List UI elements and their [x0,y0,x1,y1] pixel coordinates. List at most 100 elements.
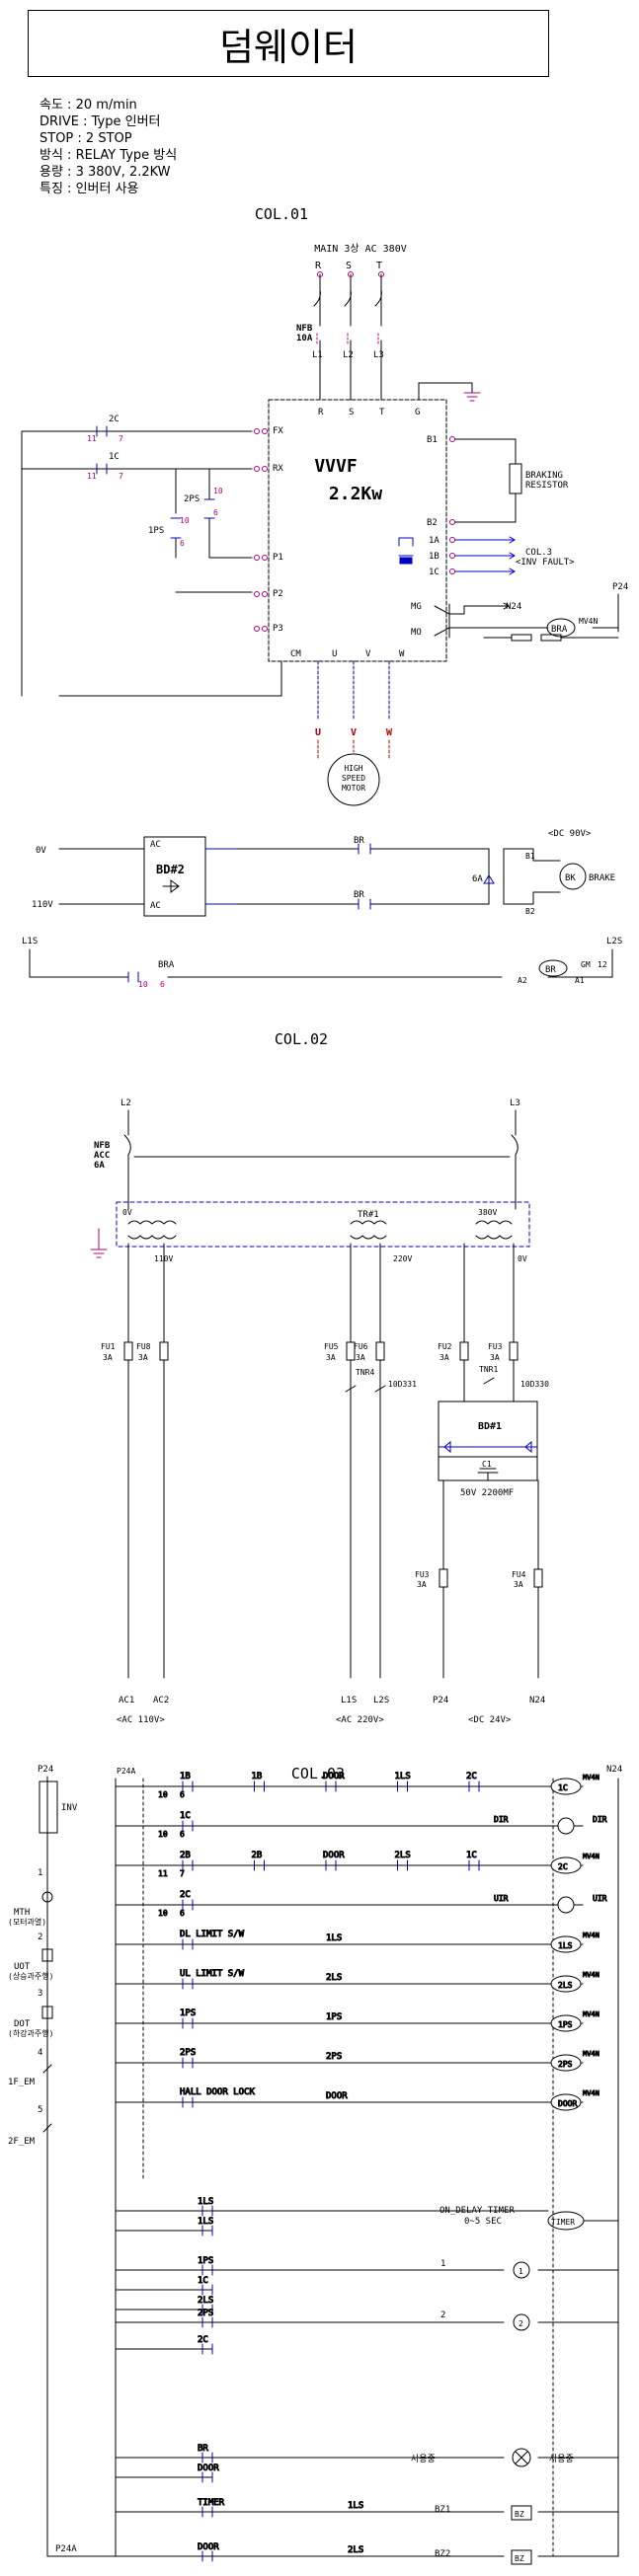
rung-3-coil-label: 2C [558,1862,568,1871]
ind-1-label: 1 [519,2267,523,2276]
rung-5-contact-1: DL LIMIT S/W [180,1930,245,1950]
col02-l3: L3 [510,1099,520,1108]
term-p2: P2 [273,589,283,599]
col03-p24a-top: P24A [117,1767,135,1776]
col03-n24: N24 [606,1765,622,1775]
dc90-label: <DC 90V> [548,829,592,839]
timer-coil [547,2211,585,2231]
lower-rung-4-label: 1C [198,2276,208,2286]
rung-8-contact-1: 2PS [180,2048,197,2069]
bra-wire-6: 6 [160,980,165,989]
cap-label: 50V 2200MF [460,1488,514,1498]
a1-label: A1 [575,976,585,985]
in-use-right: 사용중 [549,2454,574,2464]
motor-v: V [351,727,357,738]
timer-desc-line2: 0~5 SEC [464,2217,502,2227]
in-use-left: 사용중 [411,2454,436,2464]
bz1-symbol: BZ [515,2510,524,2519]
rung-9-mv4n: MV4N [583,2089,599,2097]
fuse-fu2: FU2 [438,1342,452,1351]
rung-2-num-b: 6 [180,1830,185,1839]
inverter-name: VVVF [314,456,357,477]
buzzer-1 [511,2505,532,2521]
ind-1-wire: 1 [440,2259,445,2269]
rung-5-wire: 1LS [326,1933,342,1943]
col02-fuses [123,1341,519,1361]
fuse-fu4: FU4 [512,1570,526,1579]
col3-fault-line2: <INV FAULT> [516,558,575,568]
braking-resistor [509,463,522,494]
rating-1: 3A [103,1353,113,1362]
rung-7-coil-label: 1PS [558,2020,573,2029]
rung-4-num-b: 6 [180,1909,185,1918]
ind-2-wire: 2 [440,2311,445,2320]
rung-6-coil-label: 2LS [558,1981,573,1990]
timer-wire [211,2210,619,2222]
braking-resistor-line2: RESISTOR [525,481,569,491]
lower-rung-8-label: BR [198,2444,208,2454]
nfb-label-line2: 10A [296,334,313,343]
term-v: V [365,649,371,659]
br-coil-label: BR [545,965,556,975]
rung-3-contact-label-4: 2LS [395,1851,411,1860]
nfb-acc-line3: 6A [94,1161,105,1171]
lower-rung-9: DOOR [115,2463,220,2483]
rung-1-contact-label-4: 1LS [395,1772,411,1781]
spec-capacity: 용량 : 3 380V, 2.2KW [40,165,171,180]
l2s-label: L2S [606,937,622,947]
rung-1-contact-1: 1B [180,1772,194,1792]
bk-label: BK [565,873,576,883]
fault-relay-contact [399,557,413,565]
lower-wire-1ls: 1LS [348,2501,363,2511]
device-1f-em: 1F_EM [8,2078,36,2087]
bd1-label: BD#1 [478,1421,502,1432]
rating-6: 3A [490,1353,500,1362]
rung-3-num-a: 11 [158,1869,168,1878]
rating-5: 3A [439,1353,449,1362]
rung-4-lamp-wire: UIR [494,1894,509,1903]
rating-4: 3A [356,1353,365,1362]
rung-1-contact-5: 2C [466,1772,480,1792]
left-num-3: 3 [38,1989,42,1999]
fuse-fu3-top: FU3 [488,1342,503,1351]
rung-3-contact-label-3: DOOR [323,1851,345,1860]
out-p24: P24 [433,1696,448,1705]
rung-4-contact-1: 2C [180,1890,194,1911]
brake-0v: 0V [36,846,46,856]
term-cm: CM [290,649,301,659]
lower-rung-9-label: DOOR [198,2463,219,2473]
tap-220v: 220V [393,1254,412,1263]
rung-6-mv4n: MV4N [583,1971,599,1979]
term-w: W [399,649,405,659]
inv-label: INV [61,1803,78,1813]
tnr1-label: TNR1 [479,1365,498,1374]
rung-6-coil [550,1975,582,1993]
tap-0v-b: 0V [518,1254,527,1263]
gm-label: GM [581,960,591,969]
term-fx: FX [273,426,283,436]
rung-5-coil [550,1935,582,1953]
wire-6a: 6 [213,508,218,517]
rung-7-contact-1: 1PS [180,2008,197,2029]
br-contact-2: BR [354,890,364,900]
indicator-2 [513,2313,530,2331]
rung-2-contact-label-1: 1C [180,1811,191,1821]
lower-rung-1: 1LS [115,2197,214,2217]
rung-2-num-a: 10 [158,1830,168,1839]
term-mo: MO [411,628,422,638]
lower-rung-10-label: TIMER [198,2498,225,2508]
fuse-fu5: FU5 [324,1342,339,1351]
bd2-label: BD#2 [156,863,185,876]
device-mth: MTH [14,1908,30,1918]
rung-4-num-a: 10 [158,1909,168,1918]
rung-8-coil-label: 2PS [558,2060,573,2069]
tap-380v: 380V [478,1208,497,1217]
